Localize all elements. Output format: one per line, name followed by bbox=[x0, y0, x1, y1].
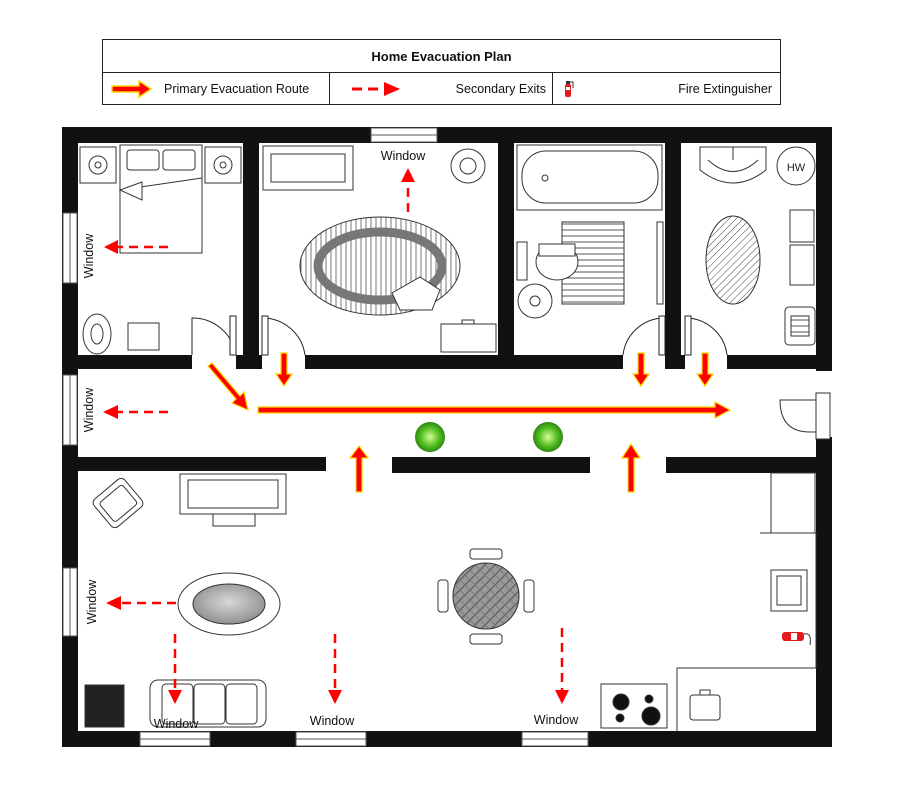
window-label-living: Window bbox=[85, 579, 99, 624]
window-openings bbox=[62, 127, 589, 747]
window-label-bedroom: Window bbox=[82, 233, 96, 278]
primary-evacuation-routes bbox=[207, 352, 732, 493]
secondary-exits bbox=[118, 182, 564, 690]
hallway-items bbox=[415, 392, 831, 452]
primary-route-hallway bbox=[257, 401, 732, 419]
primary-route-up bbox=[348, 445, 370, 493]
living-kitchen-furniture bbox=[84, 472, 817, 731]
window-label-bottom-middle: Window bbox=[310, 714, 355, 728]
bathroom-fixtures bbox=[516, 144, 664, 319]
legend-title: Home Evacuation Plan bbox=[103, 40, 780, 73]
bedroom-furniture bbox=[79, 144, 242, 355]
primary-route-up bbox=[620, 442, 642, 493]
dashed-arrow-icon bbox=[352, 82, 400, 96]
fire-extinguisher-icon bbox=[565, 81, 574, 97]
plant-icon bbox=[415, 422, 445, 452]
legend-label-primary: Primary Evacuation Route bbox=[164, 82, 310, 96]
primary-route-down bbox=[695, 352, 715, 388]
legend-box: Home Evacuation Plan Primary Evacuation … bbox=[102, 39, 781, 105]
legend-item-secondary: Secondary Exits bbox=[330, 73, 553, 105]
legend-item-extinguisher: Fire Extinguisher bbox=[553, 73, 780, 105]
legend-label-secondary: Secondary Exits bbox=[455, 82, 546, 96]
secondary-exit-arrowheads bbox=[103, 168, 569, 704]
window-label-bathroom-top: Window bbox=[381, 149, 426, 163]
water-heater-icon bbox=[776, 146, 816, 186]
thick-arrow-icon bbox=[111, 80, 153, 98]
window-label-hallway: Window bbox=[82, 387, 96, 432]
primary-route-down bbox=[274, 352, 294, 388]
doors bbox=[191, 315, 728, 356]
window-label-bottom-left: Window bbox=[154, 717, 199, 731]
plant-pot-icon bbox=[84, 684, 125, 728]
water-heater-label: HW bbox=[787, 162, 806, 174]
primary-route-bedroom bbox=[207, 362, 249, 412]
primary-route-down bbox=[631, 352, 651, 388]
legend-label-extinguisher: Fire Extinguisher bbox=[678, 82, 772, 96]
window-label-bottom-right: Window bbox=[534, 713, 579, 727]
window-labels: Window Window Window Window Window Windo… bbox=[82, 149, 579, 731]
utility-fixtures bbox=[699, 146, 816, 346]
legend-item-primary: Primary Evacuation Route bbox=[103, 73, 330, 105]
plant-icon bbox=[533, 422, 563, 452]
lounge-furniture bbox=[262, 145, 497, 353]
fire-extinguisher-icon bbox=[782, 632, 811, 646]
